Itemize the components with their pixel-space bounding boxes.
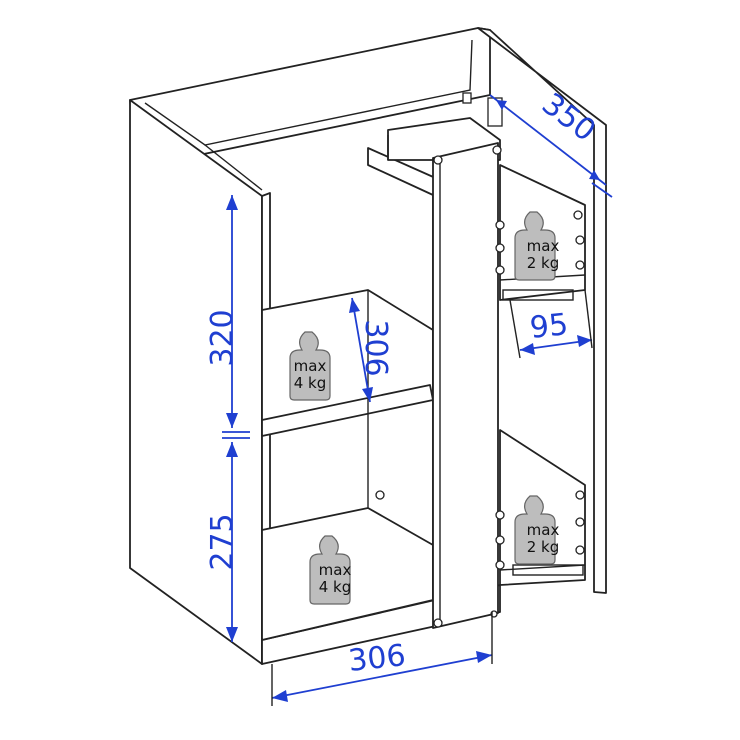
weight-icon-drawer-lower: max 2 kg (514, 495, 560, 565)
dimension-label-height-lower: 275 (205, 513, 240, 570)
weight-icon-drawer-upper: max 2 kg (514, 211, 560, 281)
right-side-panel (477, 27, 607, 594)
weight-label-line2: 4 kg (294, 374, 327, 392)
dimension-label-shelf-depth: 306 (358, 319, 393, 376)
dimension-lines (222, 94, 613, 706)
dimension-label-width-top: 350 (535, 86, 602, 148)
dimension-label-width-bottom: 306 (347, 638, 408, 679)
weight-icon-shelf-upper: max 4 kg (289, 331, 331, 401)
dimension-label-height-upper: 320 (205, 309, 240, 366)
weight-label-line1: max (527, 521, 560, 539)
front-door-panel (432, 142, 499, 629)
weight-label-line2: 4 kg (319, 578, 352, 596)
weight-label-line2: 2 kg (527, 538, 560, 556)
weight-icon-shelf-lower: max 4 kg (309, 535, 352, 605)
weight-label-line1: max (319, 561, 352, 579)
dimension-label-drawer-depth: 95 (528, 307, 570, 346)
screws (375, 92, 585, 628)
left-side-panel (129, 99, 263, 665)
weight-label-line2: 2 kg (527, 254, 560, 272)
weight-label-line1: max (527, 237, 560, 255)
weight-label-line1: max (294, 357, 327, 375)
